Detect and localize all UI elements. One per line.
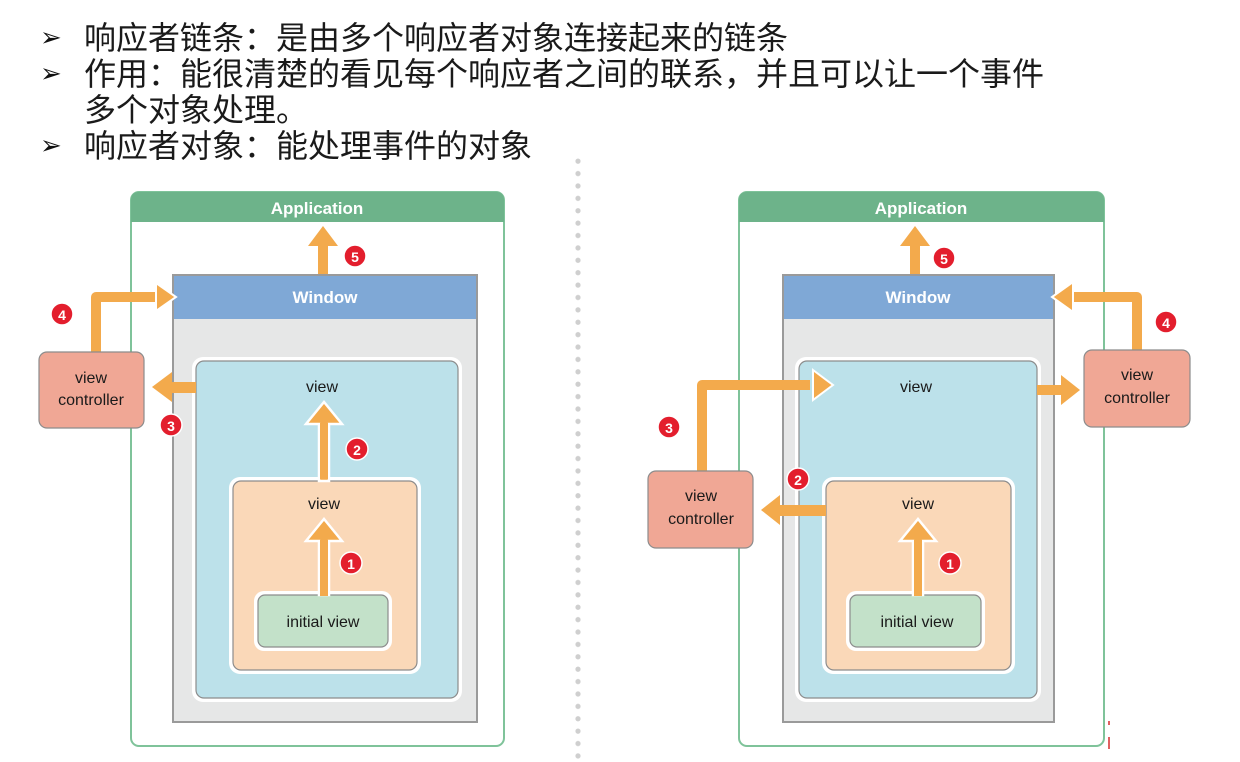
arrow-step-2 [761,495,826,525]
bullet-text: 响应者链条：是由多个响应者对象连接起来的链条 [84,19,789,57]
view-controller-box: view controller [38,351,145,429]
svg-text:2: 2 [794,472,802,488]
svg-text:2: 2 [353,442,361,458]
view-controller-label-line1: view [1121,367,1153,384]
view-controller-label-line2: controller [668,511,734,528]
step-badge-3: 3 [159,413,183,437]
application-label: Application [875,199,968,218]
step-badge-4: 4 [1154,310,1178,334]
step-badge-1: 1 [938,551,962,575]
svg-text:3: 3 [167,418,175,434]
view-controller-label-line1: view [685,488,717,505]
application-label: Application [271,199,364,218]
initial-view-box: initial view [846,591,985,651]
view-controller-label-line1: view [75,370,107,387]
arrow-view-to-controller [1037,375,1080,405]
step-badge-2: 2 [786,467,810,491]
arrow-step-1 [303,517,345,597]
view-controller-outer-box: view controller [1083,349,1191,428]
svg-text:1: 1 [946,556,954,572]
left-diagram: Application Window view view [38,191,505,747]
initial-view-box: initial view [254,591,392,651]
window-label: Window [293,288,359,307]
arrow-step-4 [91,281,178,352]
view-controller-inner-box: view controller [647,470,754,549]
bullet-item: ➢ 响应者对象：能处理事件的对象 [40,128,1044,164]
window-label: Window [886,288,952,307]
right-diagram: Application Window view view [647,191,1191,747]
svg-text:4: 4 [58,307,66,323]
step-badge-3: 3 [657,415,681,439]
inner-view-label: view [308,496,340,513]
step-badge-2: 2 [345,437,369,461]
svg-text:5: 5 [940,251,948,267]
text-cursor-mark [1108,721,1110,749]
arrowhead-bullet-icon: ➢ [40,59,62,89]
svg-text:1: 1 [347,556,355,572]
svg-text:5: 5 [351,249,359,265]
bullet-text: 作用：能很清楚的看见每个响应者之间的联系，并且可以让一个事件 [84,55,1045,93]
svg-text:4: 4 [1162,315,1170,331]
step-badge-4: 4 [50,302,74,326]
initial-view-label: initial view [287,614,360,631]
arrow-step-5 [900,226,930,276]
step-badge-5: 5 [932,246,956,270]
outer-view-label: view [900,379,932,396]
arrow-step-2 [303,400,345,483]
arrow-step-1 [897,517,939,597]
step-badge-1: 1 [339,551,363,575]
initial-view-label: initial view [881,614,954,631]
svg-text:3: 3 [665,420,673,436]
arrow-step-3 [697,368,835,471]
dotted-divider [575,155,581,762]
arrowhead-bullet-icon: ➢ [40,131,62,161]
bullet-item: ➢ 响应者链条：是由多个响应者对象连接起来的链条 [40,20,1044,56]
step-badge-5: 5 [343,244,367,268]
outer-view-label: view [306,379,338,396]
bullet-list: ➢ 响应者链条：是由多个响应者对象连接起来的链条 ➢ 作用：能很清楚的看见每个响… [40,20,1044,164]
bullet-text-continuation: 多个对象处理。 [84,91,309,129]
inner-view-label: view [902,496,934,513]
arrow-step-4 [1050,280,1142,350]
view-controller-label-line2: controller [1104,390,1170,407]
arrowhead-bullet-icon: ➢ [40,23,62,53]
arrow-step-3 [152,372,196,402]
arrow-step-5 [308,226,338,276]
view-controller-label-line2: controller [58,392,124,409]
bullet-text: 响应者对象：能处理事件的对象 [84,127,533,165]
bullet-item: ➢ 作用：能很清楚的看见每个响应者之间的联系，并且可以让一个事件 [40,56,1044,92]
